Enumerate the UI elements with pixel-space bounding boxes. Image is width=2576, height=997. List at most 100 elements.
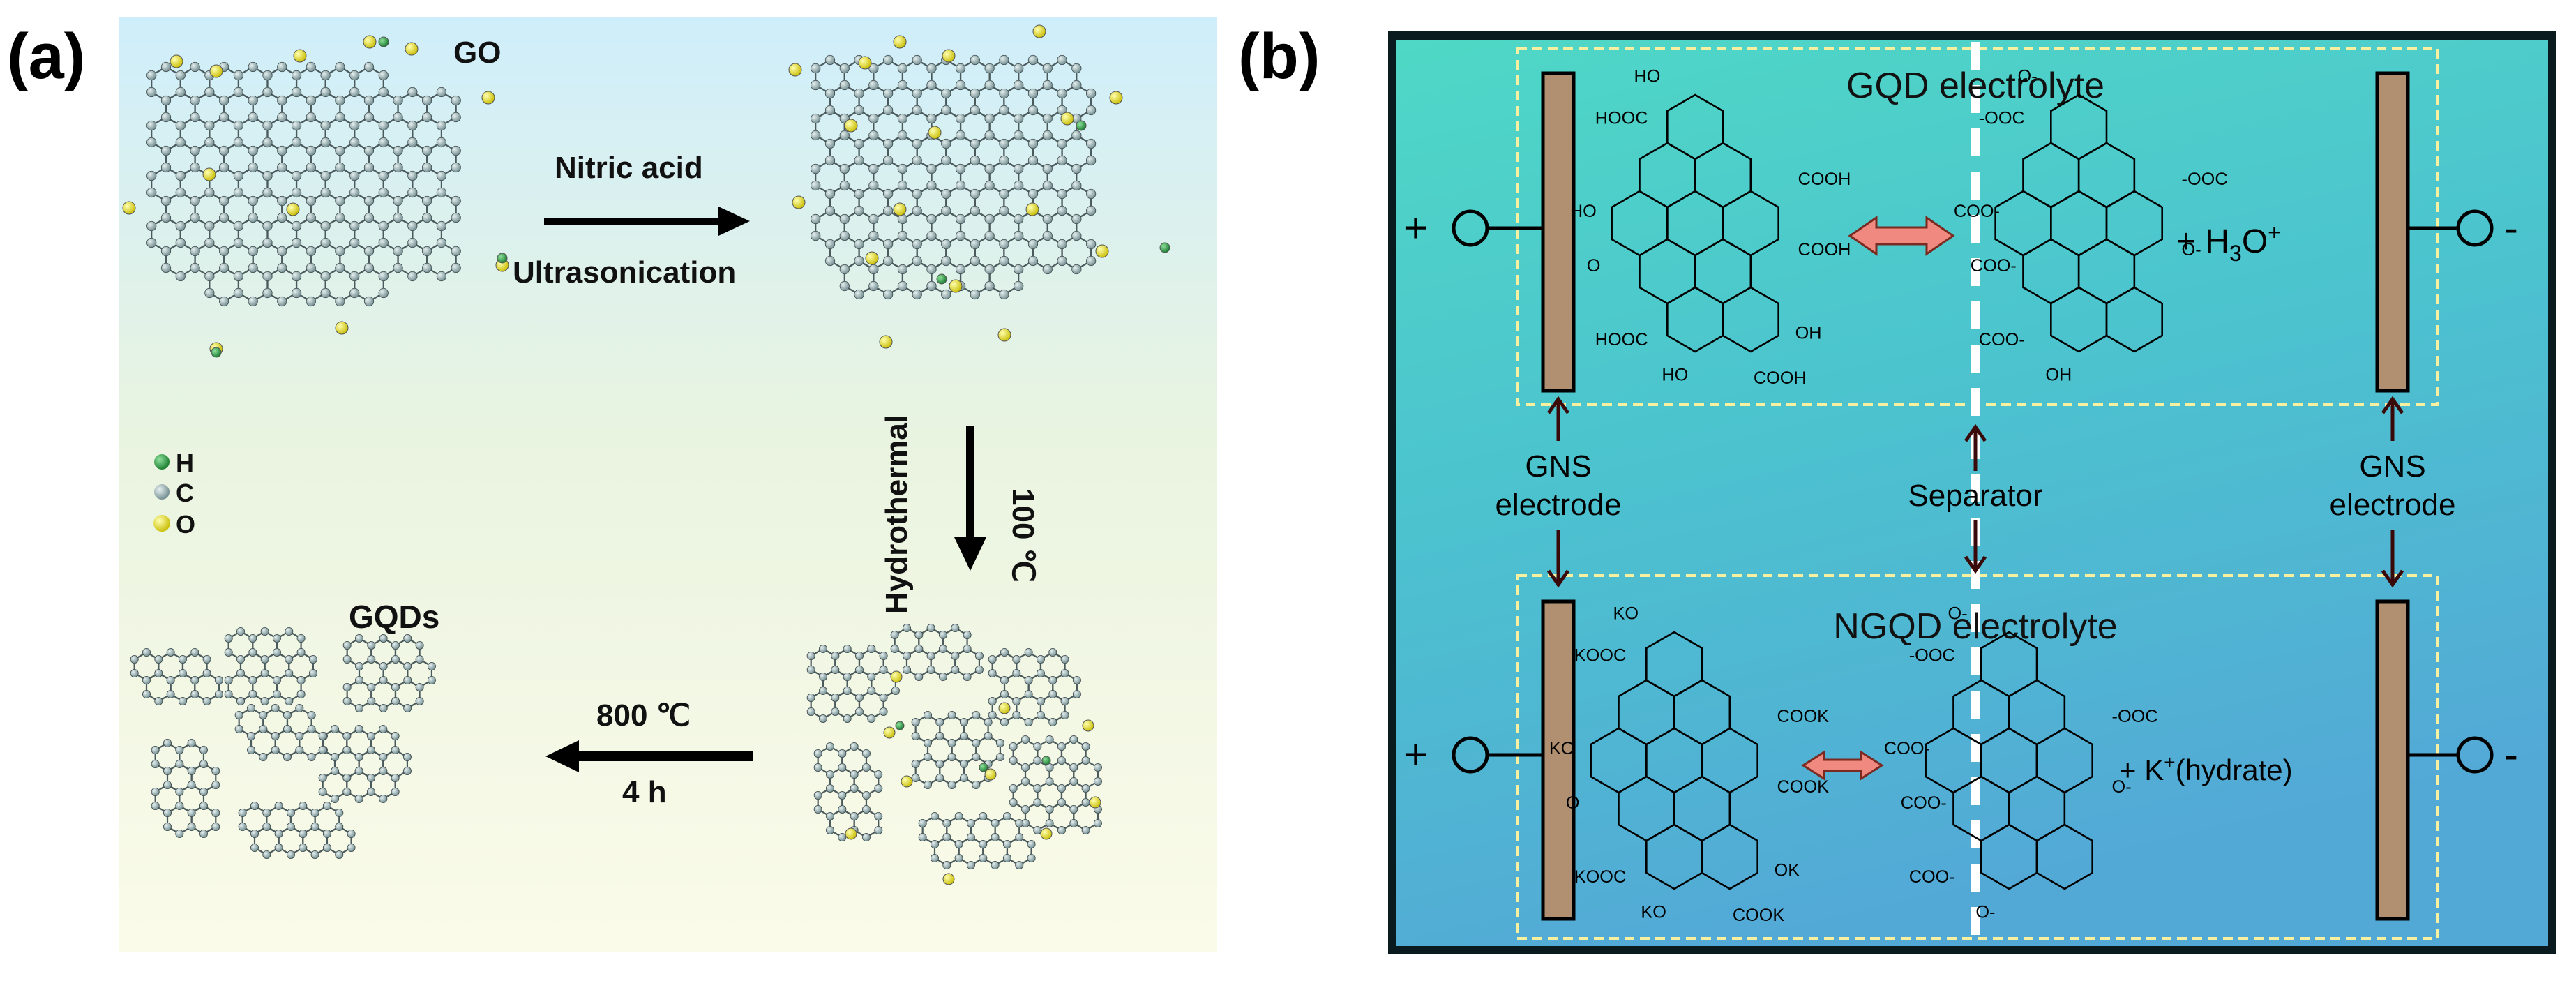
oxidized-hydrogen-atom [936, 273, 947, 285]
fragment-oxygen-atom [984, 768, 997, 781]
molecule-group-label: COOH [1754, 368, 1807, 388]
terminals [1452, 209, 2494, 774]
gqd-dot [130, 648, 223, 706]
molecule-group-label: -OOC [1909, 645, 1955, 665]
heated-fragment [918, 812, 1036, 870]
molecule-group-label: COO- [1954, 202, 2000, 221]
fragment-oxygen-atom [998, 702, 1011, 714]
fragment-oxygen-atom [1089, 796, 1101, 809]
potassium-ion-label: + K+(hydrate) [2119, 751, 2293, 786]
molecule-group-label: HO [1662, 365, 1688, 384]
molecule-group-label: KO [1549, 739, 1575, 758]
molecule-group-label: HOOC [1595, 108, 1648, 128]
bottom-left-electrode [1541, 599, 1576, 921]
step2-arrow [954, 426, 986, 571]
top-right-electrode [2375, 71, 2410, 393]
fragment-oxygen-atom [1040, 827, 1053, 840]
oxidized-oxygen-atom [1032, 24, 1046, 38]
molecule-group-label: HO [1634, 67, 1661, 87]
go-oxygen-atom [202, 167, 216, 181]
molecule-group-label: -OOC [1979, 108, 2025, 128]
top-left-electrode [1541, 71, 1576, 393]
molecule-group-label: HO [1570, 202, 1597, 221]
pointer-arrows [1546, 396, 2404, 588]
gqd-dot [342, 634, 436, 713]
gqd-dot [224, 627, 317, 706]
heated-fragment [988, 648, 1081, 727]
top-plus-sign: + [1403, 204, 1428, 251]
molecule-group-label: OH [1795, 324, 1822, 343]
oxidized-hydrogen-atom [1159, 242, 1170, 253]
go-oxygen-atom [122, 201, 136, 215]
panel-b-label: (b) [1238, 21, 1320, 92]
molecule-group-label: O- [1948, 604, 1968, 624]
gns-left-line1: GNS [1525, 449, 1591, 483]
molecule-group-label: KOOC [1574, 645, 1627, 665]
gns-left-down-arrow [1546, 530, 1570, 588]
oxidized-oxygen-atom [893, 202, 907, 216]
fragment-hydrogen-atom [979, 763, 988, 772]
molecule-group-label: O- [2112, 777, 2132, 797]
oxidized-oxygen-atom [865, 251, 879, 265]
go-sheet [146, 61, 461, 307]
molecule-group-label: COO- [1901, 793, 1947, 813]
oxidized-oxygen-atom [844, 119, 858, 133]
fragment-oxygen-atom [890, 670, 903, 683]
panel-a-label: (a) [7, 21, 85, 92]
gqds-label: GQDs [349, 599, 439, 635]
fragment-oxygen-atom [942, 873, 955, 885]
molecule-group-label: KOOC [1574, 867, 1627, 887]
molecule-group-label: -OOC [2182, 170, 2228, 189]
ultrasonication-label: Ultrasonication [513, 255, 736, 290]
molecule-group-label: COOH [1798, 170, 1851, 189]
oxidized-oxygen-atom [893, 35, 907, 49]
oxidized-oxygen-atom [1025, 202, 1039, 216]
graphene-structures [122, 24, 1170, 885]
gns-right-down-arrow [2381, 530, 2404, 588]
molecule-group-label: COOH [1798, 240, 1851, 260]
legend-o-swatch [153, 515, 170, 532]
go-oxygen-atom [405, 42, 419, 56]
bottom-exchange-arrow [1801, 750, 1884, 781]
gqd-dot [151, 739, 220, 839]
molecule-group-label: COO- [1909, 867, 1955, 887]
atom-legend: H C O [153, 449, 195, 539]
molecule-group-label: OH [2045, 365, 2072, 384]
separator-label: Separator [1908, 479, 2042, 513]
gns-right-line1: GNS [2359, 449, 2425, 483]
gns-right-up-arrow [2381, 396, 2404, 441]
go-oxygen-atom [335, 321, 349, 335]
hydronium-ion-label: + H3O+ [2176, 220, 2281, 266]
oxidized-oxygen-atom [1095, 244, 1109, 258]
molecule-group-label: KO [1613, 604, 1639, 624]
oxidized-oxygen-atom [1109, 91, 1123, 105]
oxidized-oxygen-atom [879, 335, 893, 349]
bottom-minus-sign: - [2504, 731, 2518, 778]
oxidized-hydrogen-atom [1076, 120, 1087, 131]
legend-h-label: H [176, 449, 194, 477]
molecule-group-label: COOK [1777, 707, 1830, 726]
nitric-acid-label: Nitric acid [555, 151, 703, 185]
step1-arrow [544, 207, 750, 236]
molecule-group-label: O [1587, 256, 1601, 276]
go-oxygen-atom [170, 54, 183, 68]
legend-c-label: C [176, 479, 194, 507]
molecule-group-label: COOK [1777, 777, 1830, 797]
fragment-oxygen-atom [845, 827, 857, 840]
gns-right-line2: electrode [2329, 488, 2455, 522]
gqd-dot [318, 725, 412, 804]
top-minus-sign: - [2504, 204, 2518, 251]
heated-fragment [1009, 735, 1102, 835]
go-oxygen-atom [293, 49, 307, 63]
go-oxygen-atom [481, 91, 495, 105]
fragment-oxygen-atom [1082, 719, 1094, 732]
legend-c-swatch [154, 484, 170, 500]
gqd-electrolyte-title: GQD electrolyte [1846, 66, 2104, 106]
go-oxygen-atom [209, 64, 223, 78]
